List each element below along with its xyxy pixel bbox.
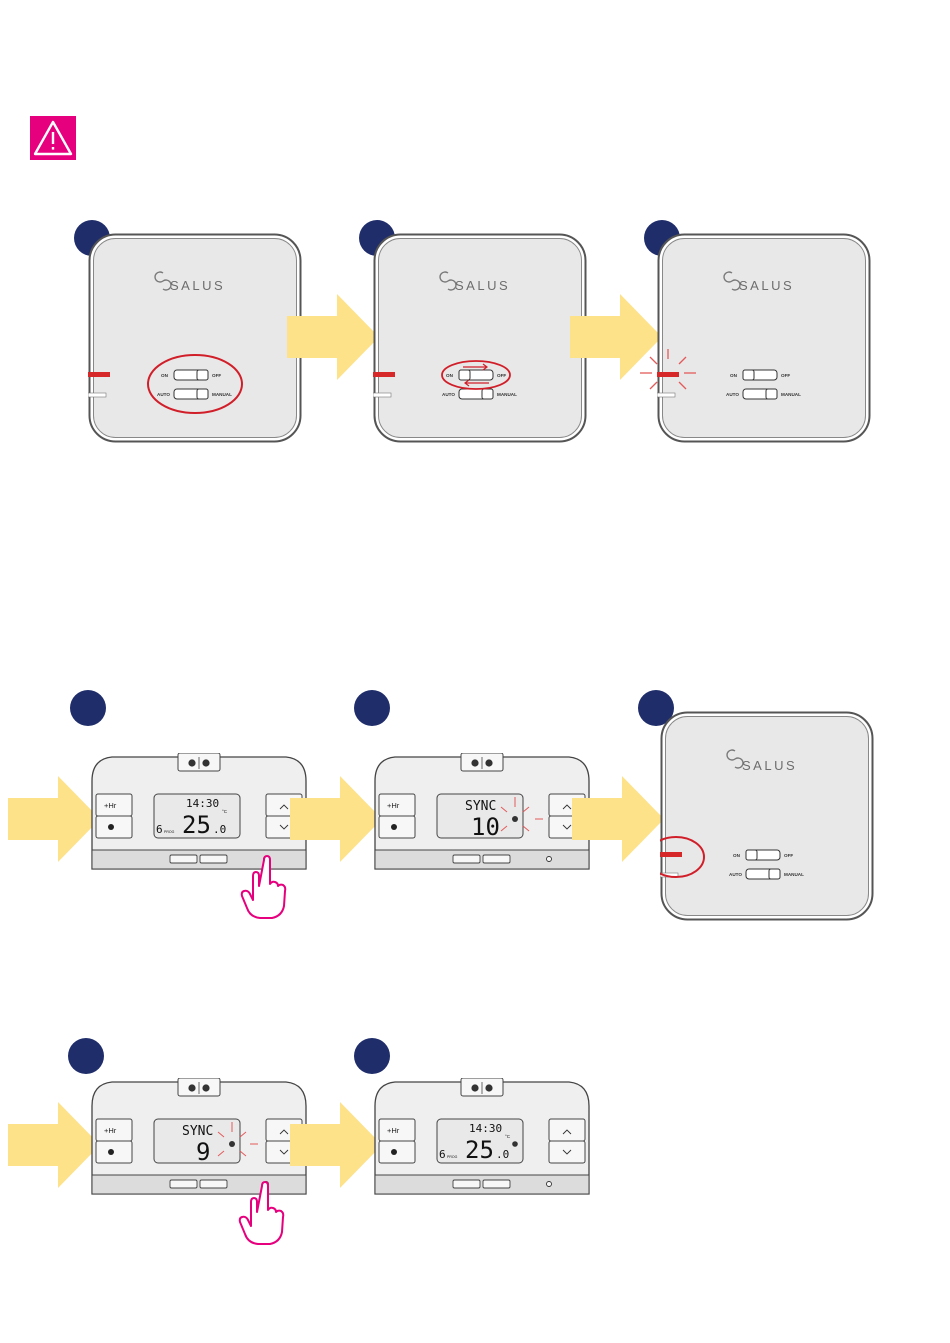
- flame-icon: [391, 824, 397, 830]
- thermostat-device-2: +Hr SYNC 10: [373, 753, 591, 871]
- step-5-marker: [354, 690, 390, 726]
- led-indicator-icon: [660, 852, 682, 857]
- power-icon[interactable]: [485, 1084, 492, 1091]
- slider-left[interactable]: [453, 855, 480, 863]
- switch-off-label: OFF: [497, 373, 506, 378]
- power-icon[interactable]: [202, 759, 209, 766]
- switch-auto-label: AUTO: [157, 392, 170, 397]
- switch-auto-label: AUTO: [442, 392, 455, 397]
- led-blink-rays-icon: [638, 345, 698, 401]
- lcd-day: 6: [156, 823, 163, 836]
- power-icon[interactable]: [485, 759, 492, 766]
- hr-button-label: +Hr: [104, 801, 117, 810]
- switch-auto-label: AUTO: [729, 872, 742, 877]
- pair-button[interactable]: [547, 857, 552, 862]
- settings-icon[interactable]: [471, 1084, 478, 1091]
- receiver-device-1: SALUS ON OFF AUTO MANUAL: [88, 233, 302, 443]
- page-top-band: [0, 0, 950, 4]
- lcd-unit: °C: [222, 809, 228, 814]
- thermostat-device-3: +Hr SYNC 9: [90, 1078, 308, 1196]
- thermostat-device-4: +Hr 14:30 °C 25 .0 6 PROG: [373, 1078, 591, 1196]
- lcd-unit: °C: [505, 1134, 511, 1139]
- receiver-device-3: SALUS ON OFF AUTO MANUAL: [657, 233, 871, 443]
- salus-logo-text: SALUS: [742, 758, 797, 773]
- lcd-temperature: 25: [182, 811, 211, 839]
- slider-left[interactable]: [453, 1180, 480, 1188]
- slider-right[interactable]: [200, 855, 227, 863]
- lcd-sync-label: SYNC: [182, 1124, 213, 1139]
- arrow-right-icon: [8, 1102, 100, 1188]
- salus-logo-text: SALUS: [170, 278, 225, 293]
- switch-manual-label: MANUAL: [212, 392, 232, 397]
- lcd-sync-count: 9: [196, 1138, 210, 1166]
- arrow-right-icon: [572, 776, 664, 862]
- lcd-temperature-decimal: .0: [213, 823, 226, 836]
- lcd-time: 14:30: [469, 1122, 502, 1135]
- switch-off-label: OFF: [784, 853, 793, 858]
- hr-button-label: +Hr: [104, 1126, 117, 1135]
- hr-button-label: +Hr: [387, 1126, 400, 1135]
- arrow-right-icon: [290, 776, 382, 862]
- pointing-hand-icon: [238, 854, 288, 922]
- pointing-hand-icon: [236, 1180, 286, 1248]
- lcd-temperature: 25: [465, 1136, 494, 1164]
- step-4-marker: [70, 690, 106, 726]
- step-8-marker: [354, 1038, 390, 1074]
- switch-off-label: OFF: [781, 373, 790, 378]
- switch-on-label: ON: [446, 373, 454, 378]
- flame-icon: [108, 824, 114, 830]
- arrow-right-icon: [287, 294, 379, 380]
- flame-icon: [108, 1149, 114, 1155]
- arrow-right-icon: [8, 776, 100, 862]
- slider-left[interactable]: [170, 1180, 197, 1188]
- warning-icon: [30, 116, 76, 160]
- switch-manual-label: MANUAL: [784, 872, 804, 877]
- slider-left[interactable]: [170, 855, 197, 863]
- slider-right[interactable]: [483, 855, 510, 863]
- salus-logo-text: SALUS: [739, 278, 794, 293]
- salus-logo-text: SALUS: [455, 278, 510, 293]
- switch-off-label: OFF: [212, 373, 221, 378]
- lcd-prog: PROG: [447, 1155, 458, 1159]
- power-icon[interactable]: [202, 1084, 209, 1091]
- lcd-temperature-decimal: .0: [496, 1148, 509, 1161]
- led-indicator-icon: [373, 372, 395, 377]
- lcd-sync-count: 10: [471, 813, 500, 841]
- settings-icon[interactable]: [188, 759, 195, 766]
- settings-icon[interactable]: [188, 1084, 195, 1091]
- receiver-device-4: SALUS ON OFF AUTO MANUAL: [660, 711, 874, 921]
- receiver-device-2: SALUS ON OFF AUTO MANUAL: [373, 233, 587, 443]
- lcd-time: 14:30: [186, 797, 219, 810]
- settings-icon[interactable]: [471, 759, 478, 766]
- switch-on-label: ON: [730, 373, 738, 378]
- switch-auto-label: AUTO: [726, 392, 739, 397]
- switch-manual-label: MANUAL: [497, 392, 517, 397]
- sync-indicator-icon: [512, 816, 518, 822]
- flame-icon: [391, 1149, 397, 1155]
- arrow-right-icon: [290, 1102, 382, 1188]
- slider-right[interactable]: [200, 1180, 227, 1188]
- down-button[interactable]: [549, 1141, 585, 1163]
- lcd-prog: PROG: [164, 830, 175, 834]
- step-7-marker: [68, 1038, 104, 1074]
- switch-manual-label: MANUAL: [781, 392, 801, 397]
- pair-button[interactable]: [547, 1182, 552, 1187]
- led-indicator-icon: [88, 372, 110, 377]
- lcd-sync-label: SYNC: [465, 799, 496, 814]
- led-indicator-off: [88, 393, 106, 397]
- slider-right[interactable]: [483, 1180, 510, 1188]
- switch-on-label: ON: [161, 373, 169, 378]
- sync-indicator-icon: [512, 1141, 518, 1147]
- hr-button-label: +Hr: [387, 801, 400, 810]
- sync-indicator-icon: [229, 1141, 235, 1147]
- lcd-day: 6: [439, 1148, 446, 1161]
- switch-on-label: ON: [733, 853, 741, 858]
